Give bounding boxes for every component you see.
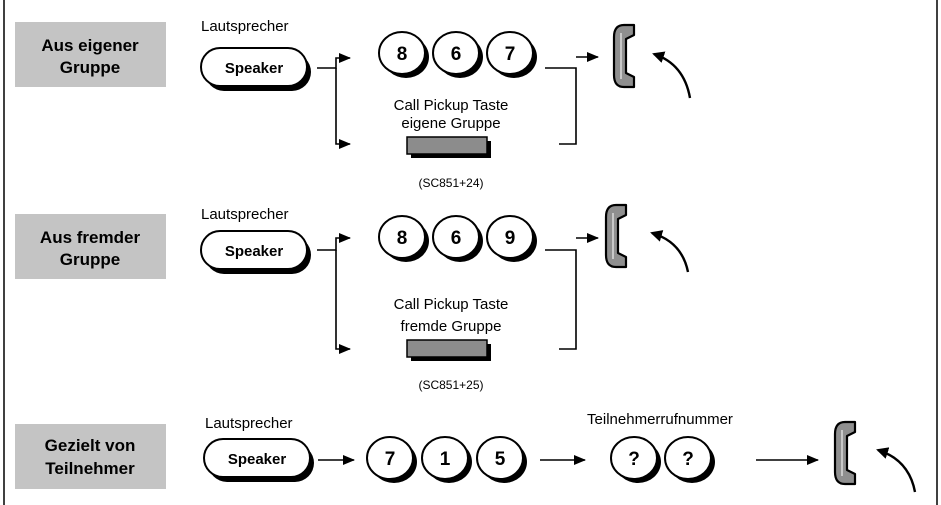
digit-key-6[interactable]: 6 xyxy=(432,215,483,262)
digit-label: 7 xyxy=(505,44,516,65)
digit-label: 8 xyxy=(397,44,408,65)
row-title-line-2: Gruppe xyxy=(60,250,120,269)
digit-label: 7 xyxy=(385,449,396,470)
speaker-key-label: Speaker xyxy=(228,451,287,468)
row-title-line-1: Gezielt von xyxy=(45,436,136,455)
row-title-box xyxy=(15,214,166,279)
digit-label: 5 xyxy=(495,449,506,470)
digit-key-9[interactable]: 9 xyxy=(486,215,537,262)
row-foreign-group: Aus fremder Gruppe Lautsprecher Speaker … xyxy=(15,203,690,392)
digit-key-8[interactable]: 8 xyxy=(378,31,429,78)
extension-digit-key[interactable]: ? xyxy=(610,436,661,483)
row-title-line-1: Aus eigener xyxy=(41,36,139,55)
digit-label: 9 xyxy=(505,228,516,249)
digit-label: 1 xyxy=(440,449,451,470)
row-title-line-1: Aus fremder xyxy=(40,228,141,247)
handset-icon xyxy=(612,23,636,89)
handset-icon xyxy=(833,420,857,486)
service-code: (SC851+25) xyxy=(418,378,483,392)
row-direct-extension: Gezielt von Teilnehmer Lautsprecher Spea… xyxy=(15,411,917,493)
digit-key-1[interactable]: 1 xyxy=(421,436,472,483)
extension-number-caption: Teilnehmerrufnummer xyxy=(587,411,733,428)
speaker-key-label: Speaker xyxy=(225,243,284,260)
row-title-box xyxy=(15,424,166,489)
speaker-caption: Lautsprecher xyxy=(205,415,293,432)
speaker-key-label: Speaker xyxy=(225,60,284,77)
lift-arrow-icon xyxy=(650,230,690,273)
digit-label: 6 xyxy=(451,44,462,65)
speaker-key[interactable]: Speaker xyxy=(200,47,311,91)
service-code: (SC851+24) xyxy=(418,176,483,190)
digit-label: ? xyxy=(628,449,640,470)
arrow-to-digits xyxy=(317,233,351,251)
lift-arrow-icon xyxy=(876,447,917,493)
merge-line xyxy=(545,249,577,350)
speaker-caption: Lautsprecher xyxy=(201,18,289,35)
row-title-box xyxy=(15,22,166,87)
merge-line xyxy=(545,67,577,145)
speaker-caption: Lautsprecher xyxy=(201,206,289,223)
pickup-caption-line-1: Call Pickup Taste xyxy=(394,97,509,114)
pickup-caption-line-2: fremde Gruppe xyxy=(401,318,502,335)
speaker-key[interactable]: Speaker xyxy=(200,230,311,274)
call-pickup-key[interactable] xyxy=(406,339,491,361)
pickup-caption-line-1: Call Pickup Taste xyxy=(394,296,509,313)
digit-key-7[interactable]: 7 xyxy=(486,31,537,78)
speaker-key[interactable]: Speaker xyxy=(203,438,314,482)
row-title-line-2: Teilnehmer xyxy=(45,459,135,478)
digit-label: 8 xyxy=(397,228,408,249)
arrow-to-pickup-key xyxy=(335,68,351,149)
digit-key-7[interactable]: 7 xyxy=(366,436,417,483)
digit-key-6[interactable]: 6 xyxy=(432,31,483,78)
call-pickup-key[interactable] xyxy=(406,136,491,158)
row-own-group: Aus eigener Gruppe Lautsprecher Speaker … xyxy=(15,18,692,190)
row-title-line-2: Gruppe xyxy=(60,58,120,77)
handset-icon xyxy=(604,203,628,269)
arrow-to-pickup-key xyxy=(335,250,351,354)
lift-arrow-icon xyxy=(652,51,692,99)
pickup-caption-line-2: eigene Gruppe xyxy=(401,115,500,132)
digit-label: 6 xyxy=(451,228,462,249)
arrow-to-digits xyxy=(317,53,351,69)
frame-line xyxy=(3,0,938,505)
extension-digit-key[interactable]: ? xyxy=(664,436,715,483)
digit-key-8[interactable]: 8 xyxy=(378,215,429,262)
digit-key-5[interactable]: 5 xyxy=(476,436,527,483)
digit-label: ? xyxy=(682,449,694,470)
